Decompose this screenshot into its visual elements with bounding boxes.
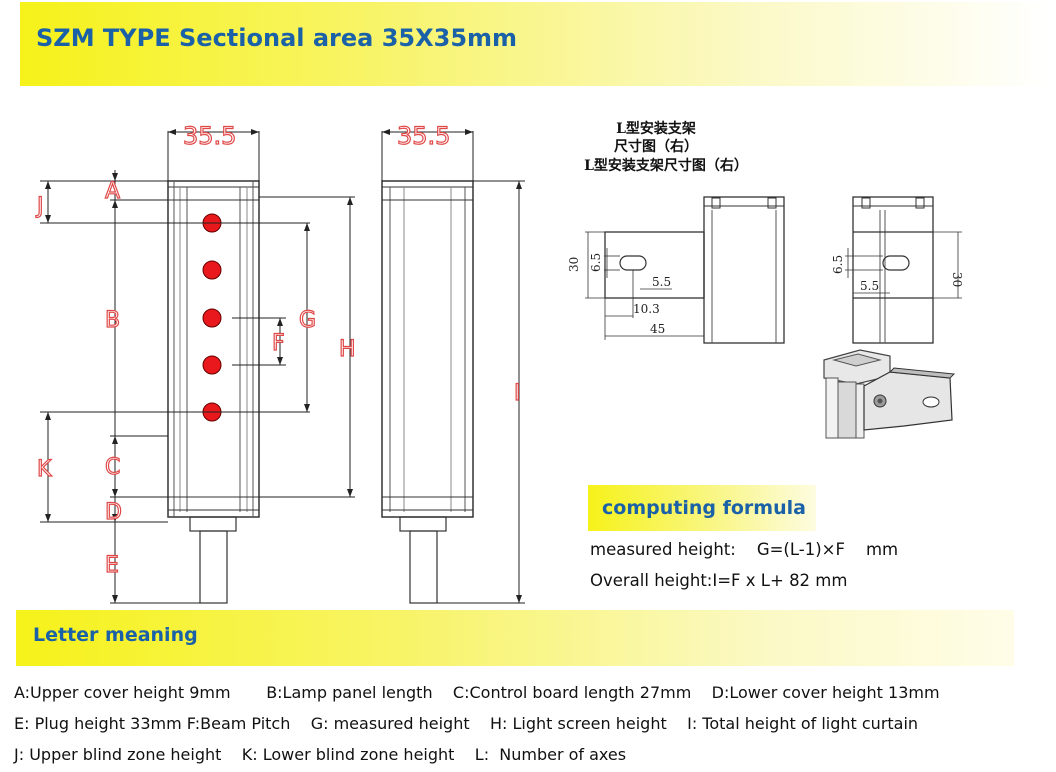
letter-f: F (272, 331, 285, 356)
bracket-caption-line2: 尺寸图（右） (614, 139, 698, 155)
bracket-caption-line1: L型安装支架 (616, 121, 696, 137)
front-width-label: 35.5 (183, 122, 236, 150)
legend-row-2: E: Plug height 33mm F:Beam Pitch G: meas… (14, 714, 919, 733)
computing-formula-banner (588, 485, 816, 531)
side-view (381, 129, 525, 604)
front-view (40, 129, 355, 604)
letter-a: A (105, 179, 120, 204)
page-title: SZM TYPE Sectional area 35X35mm (36, 24, 518, 52)
letter-g: G (299, 308, 316, 333)
letter-c: C (105, 455, 120, 480)
legend-row-1: A:Upper cover height 9mm B:Lamp panel le… (14, 683, 940, 702)
bracket-side-drawing: 6.5 30 5.5 (831, 196, 964, 344)
dim-6.5-right: 6.5 (831, 255, 845, 274)
dim-30-right: 30 (950, 272, 964, 287)
bracket-front-drawing: 30 6.5 5.5 10.3 45 (567, 196, 785, 344)
dim-45: 45 (650, 322, 665, 336)
dimension-labels: 35.5 35.5 A J B G F H K C D E I (34, 121, 521, 578)
letter-b: B (105, 308, 120, 333)
side-width-label: 35.5 (397, 122, 450, 150)
legend-row-3: J: Upper blind zone height K: Lower blin… (14, 745, 627, 764)
dim-30-left: 30 (567, 257, 581, 272)
lamp-led (202, 260, 222, 280)
letter-k: K (37, 457, 52, 482)
letter-h: H (339, 337, 356, 362)
dim-10.3: 10.3 (633, 302, 660, 316)
letter-i: I (514, 381, 521, 406)
lamp-led (202, 355, 222, 375)
formula-measured-height: measured height: G=(L-1)×F mm (590, 540, 899, 559)
dim-5.5-right: 5.5 (860, 279, 879, 293)
lamp-leds (202, 213, 222, 422)
computing-formula-title: computing formula (602, 497, 806, 519)
bracket-caption-line3: L型安装支架尺寸图（右） (584, 158, 748, 174)
lamp-led (202, 308, 222, 328)
technical-drawing: 35.5 35.5 A J B G F H K C D E I 30 (34, 121, 964, 604)
title-banner (20, 2, 1050, 86)
formula-overall-height: Overall height:I=F x L+ 82 mm (590, 571, 848, 590)
letter-d: D (105, 500, 122, 525)
letter-j: J (35, 194, 44, 219)
letter-e: E (105, 553, 119, 578)
dim-6.5-left: 6.5 (589, 253, 603, 272)
letter-meaning-title: Letter meaning (33, 624, 198, 646)
dim-5.5-left: 5.5 (652, 275, 671, 289)
bracket-3d-illustration (823, 349, 956, 439)
letter-meaning-banner (16, 610, 1014, 666)
